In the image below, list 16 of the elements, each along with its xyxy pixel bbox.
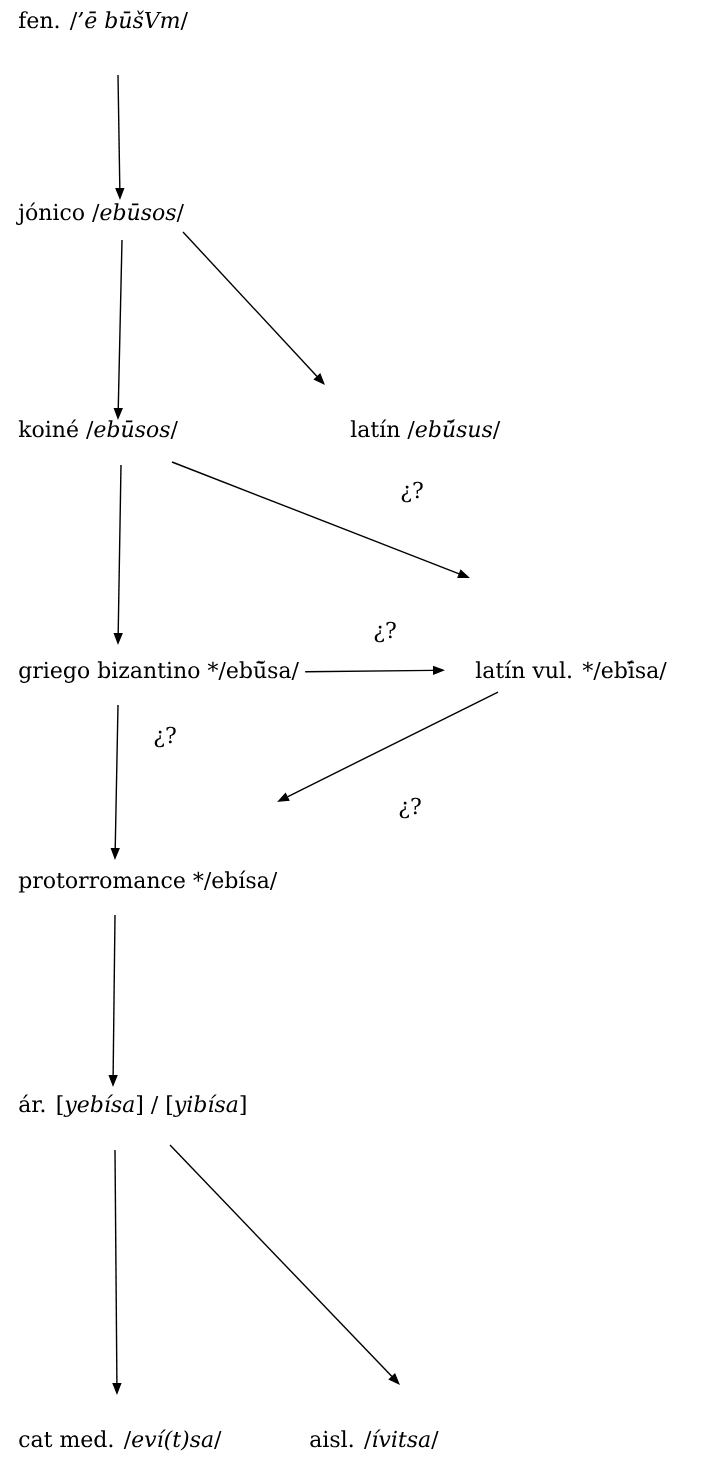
edge-label: ¿? xyxy=(397,796,423,820)
arrow xyxy=(169,1144,400,1385)
word-form: griego bizantino */ebū̆sa/ xyxy=(19,660,299,683)
word-form: ár. [yebísa] / [yibísa] xyxy=(19,1094,246,1117)
word-form: aisl. /ívitsa/ xyxy=(310,1429,439,1450)
word-form: protorromance */ebísa/ xyxy=(18,870,278,893)
word-form: koiné /ebūsos/ xyxy=(18,419,178,440)
edge-label: ¿? xyxy=(372,620,398,644)
word-form: fen. /’ē būšVm/ xyxy=(19,10,188,31)
edge-label: ¿? xyxy=(152,725,178,749)
word-form: jónico /ebūsos/ xyxy=(16,202,184,225)
word-form: latín /ebū́sus/ xyxy=(350,419,501,440)
edge-label: ¿? xyxy=(399,480,425,504)
word-form: cat med. /eví(t)sa/ xyxy=(19,1429,222,1451)
arrow xyxy=(182,231,325,385)
word-form: latín vul. */ebī́sa/ xyxy=(475,660,667,681)
